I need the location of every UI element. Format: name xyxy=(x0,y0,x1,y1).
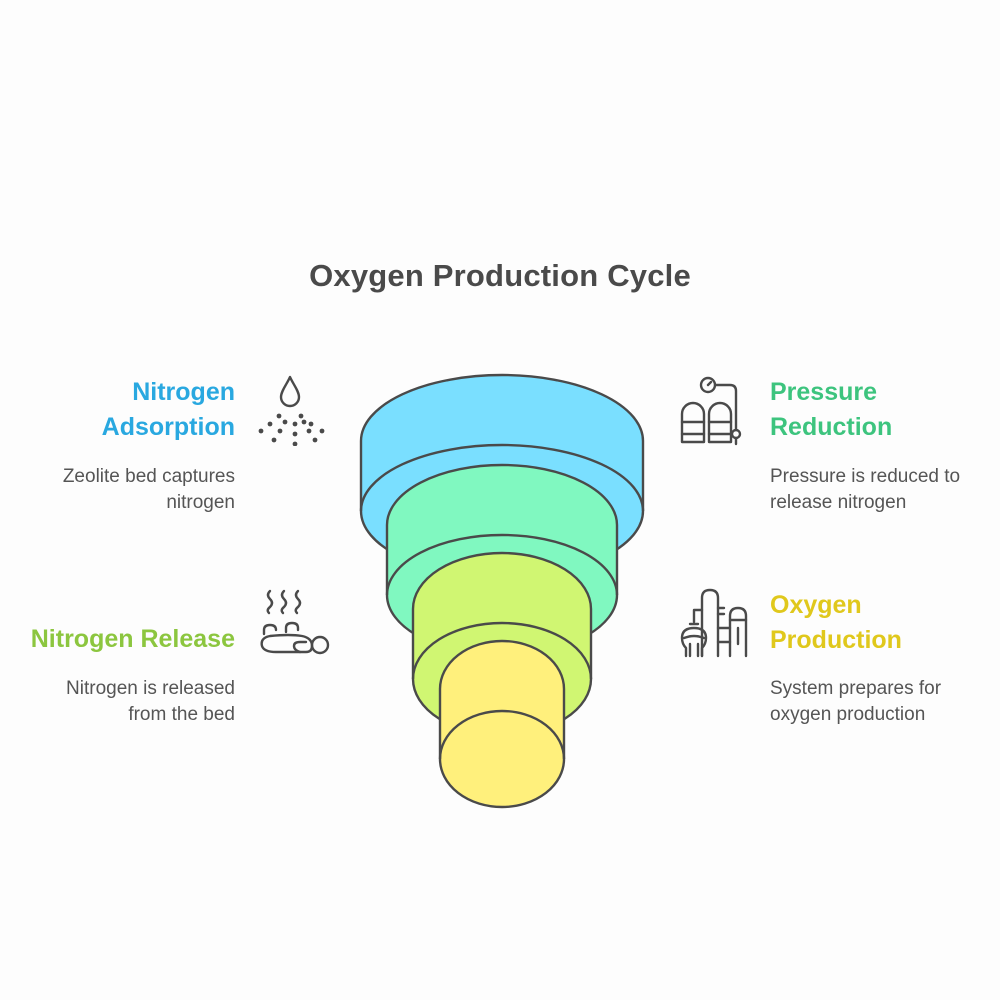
cylinder-rim xyxy=(438,709,566,760)
diagram-title: Oxygen Production Cycle xyxy=(309,258,691,293)
stage-description: Zeolite bed captures nitrogen xyxy=(63,464,235,516)
stage-title-line: Production xyxy=(770,626,902,654)
cylinder-oxygen-production xyxy=(438,639,566,809)
stage-description: System prepares for oxygen production xyxy=(770,676,941,728)
stage-title: Oxygen Production xyxy=(770,588,902,658)
cylinder-rim xyxy=(411,621,593,680)
stage-title: Nitrogen Release xyxy=(31,622,235,657)
stage-description: Nitrogen is released from the bed xyxy=(66,676,235,728)
stage-description-line: Nitrogen is released xyxy=(66,678,235,699)
stage-title-line: Nitrogen Release xyxy=(30,625,235,653)
stage-description-line: nitrogen xyxy=(166,492,235,513)
stage-title-line: Pressure xyxy=(770,378,878,406)
stage-title-line: Oxygen xyxy=(770,591,862,619)
cylinder-rim xyxy=(385,533,619,596)
stage-title-line: Adsorption xyxy=(101,413,235,441)
droplet-spray-icon xyxy=(258,375,325,446)
stage-description: Pressure is reduced to release nitrogen xyxy=(770,464,960,516)
steaming-bed-icon xyxy=(260,589,330,655)
stage-title: Pressure Reduction xyxy=(770,375,892,445)
gas-cylinders-gauge-icon xyxy=(680,376,742,446)
stage-title: Nitrogen Adsorption xyxy=(102,375,235,445)
stage-description-line: release nitrogen xyxy=(770,492,907,513)
stage-description-line: Pressure is reduced to xyxy=(770,466,961,487)
stage-description-line: Zeolite bed captures xyxy=(62,466,235,487)
industrial-plant-icon xyxy=(680,588,748,658)
stage-description-line: from the bed xyxy=(128,704,235,725)
cylinder-rim xyxy=(359,443,645,512)
stage-title-line: Nitrogen xyxy=(132,378,235,406)
stage-title-line: Reduction xyxy=(770,413,893,441)
stage-description-line: oxygen production xyxy=(770,704,926,725)
stage-description-line: System prepares for xyxy=(770,678,942,699)
